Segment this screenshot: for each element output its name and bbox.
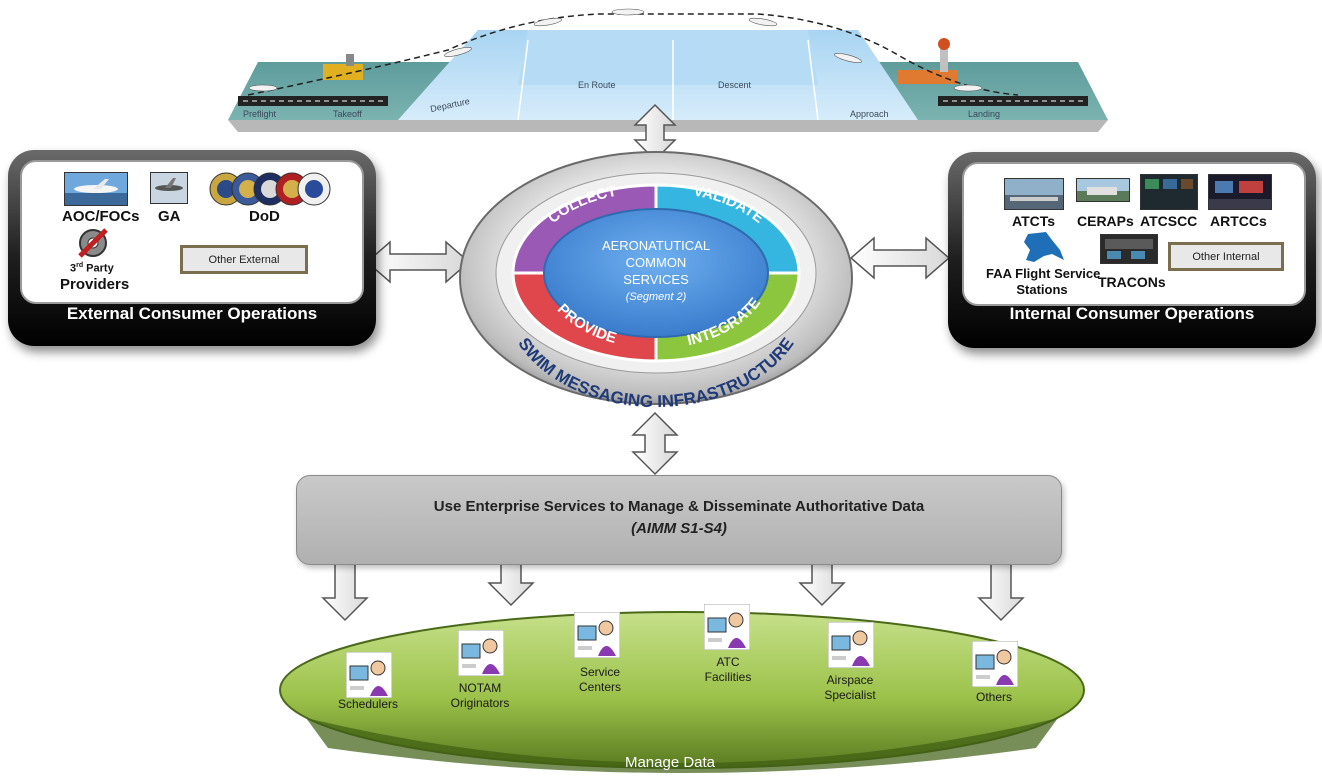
internal-panel-title: Internal Consumer Operations — [1009, 304, 1255, 323]
hub-center-line2: COMMON — [626, 255, 687, 270]
aoc-focs-label: AOC/FOCs — [62, 208, 140, 225]
flight-phase-illustration — [228, 8, 1108, 132]
person-computer-icon — [704, 604, 750, 650]
enterprise-title: Use Enterprise Services to Manage & Diss… — [433, 498, 925, 515]
phase-label: Landing — [968, 109, 1001, 119]
dod-label: DoD — [249, 208, 280, 225]
phase-label: Preflight — [243, 109, 277, 119]
phase-label: Approach — [850, 109, 889, 119]
double-arrow — [631, 411, 679, 476]
enterprise-services-bar: Use Enterprise Services to Manage & Diss… — [296, 475, 1062, 565]
alaska-map-icon — [1024, 232, 1064, 262]
ga-label: GA — [158, 208, 181, 225]
third-party-label: 3rd Party — [70, 262, 114, 275]
hub-center-line4: (Segment 2) — [626, 291, 687, 303]
airliner-icon — [64, 172, 128, 206]
manage-data-title: Manage Data — [624, 754, 716, 771]
aeronautical-common-services-hub: COLLECT VALIDATE PROVIDE INTEGRATE SWIM … — [459, 151, 853, 407]
person-computer-icon — [972, 641, 1018, 687]
artccs-label: ARTCCs — [1210, 213, 1267, 229]
other-internal-box: Other Internal — [1168, 242, 1284, 271]
wrench-gear-icon — [78, 228, 108, 258]
person-computer-icon — [574, 612, 620, 658]
tracon-photo-icon — [1100, 234, 1158, 264]
dod-seals-icon — [209, 172, 331, 206]
person-computer-icon — [346, 652, 392, 698]
role-others: Others — [975, 690, 1012, 704]
atcscc-label: ATCSCC — [1140, 213, 1198, 229]
hub-center-line3: SERVICES — [623, 272, 689, 287]
external-panel-title: External Consumer Operations — [66, 304, 318, 323]
phase-label: Takeoff — [333, 109, 362, 119]
atct-photo-icon — [1004, 178, 1064, 210]
double-arrow — [365, 240, 471, 284]
other-external-box: Other External — [180, 245, 308, 274]
flight-phase-strip: Preflight Takeoff Departure En Route Des… — [218, 0, 1118, 135]
cerap-photo-icon — [1076, 178, 1130, 202]
enterprise-subtitle: (AIMM S1-S4) — [631, 520, 727, 537]
providers-label: Providers — [60, 276, 130, 293]
phase-label: En Route — [578, 80, 616, 90]
hub-center-line1: AERONATUTICAL — [602, 238, 710, 253]
artcc-photo-icon — [1208, 174, 1272, 210]
ga-aircraft-icon — [150, 172, 188, 204]
person-computer-icon — [828, 622, 874, 668]
tracons-label: TRACONs — [1098, 274, 1166, 290]
person-computer-icon — [458, 630, 504, 676]
double-arrow — [849, 236, 951, 280]
phase-label: Descent — [718, 80, 752, 90]
ceraps-label: CERAPs — [1077, 213, 1134, 229]
atcts-label: ATCTs — [1012, 213, 1056, 229]
role-schedulers: Schedulers — [337, 697, 399, 711]
atcscc-photo-icon — [1140, 174, 1198, 210]
